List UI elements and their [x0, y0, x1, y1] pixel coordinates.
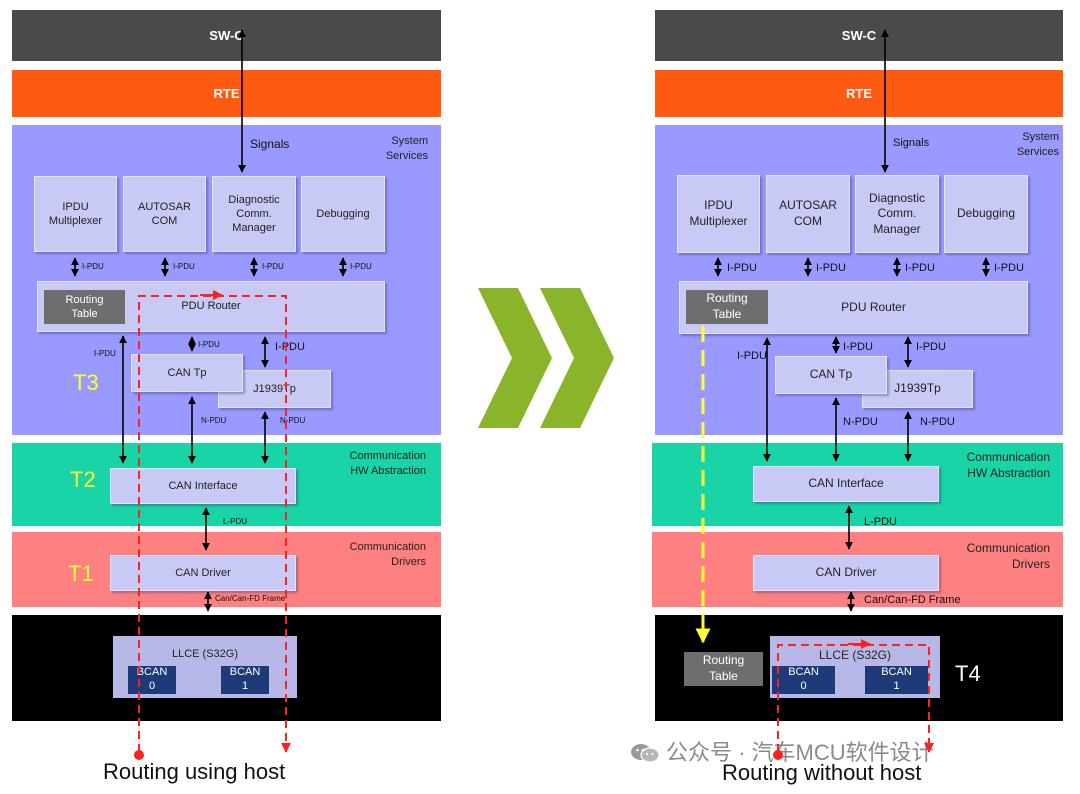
rte-layer: RTE [655, 70, 1063, 117]
watermark-text: 公众号 · 汽车MCU软件设计 [666, 740, 934, 765]
frame-label: Can/Can-FD Frame [864, 594, 961, 606]
frame-label: Can/Can-FD Frame [215, 594, 286, 603]
rte-label: RTE [846, 86, 872, 101]
ipdu-label: I-PDU [198, 340, 220, 349]
can-interface-box: CAN Interface [753, 466, 939, 502]
ipdu-label: I-PDU [350, 262, 372, 271]
ipdu-label: I-PDU [737, 350, 767, 362]
ipdu-label: I-PDU [816, 262, 846, 274]
can-driver-box: CAN Driver [110, 555, 296, 591]
left-caption: Routing using host [103, 759, 286, 784]
can-tp-box: CAN Tp [775, 356, 887, 394]
swc-layer: SW-C [12, 10, 441, 61]
npdu-label: N-PDU [280, 416, 306, 425]
right-arrows [714, 29, 990, 612]
npdu-label: N-PDU [920, 416, 955, 428]
npdu-label: N-PDU [843, 416, 878, 428]
npdu-label: N-PDU [201, 416, 227, 425]
ipdu-label: I-PDU [94, 349, 116, 358]
swc-label: SW-C [841, 28, 877, 43]
ipdu-label: I-PDU [905, 262, 935, 274]
ipdu-label: I-PDU [275, 341, 305, 353]
ipdu-label: I-PDU [916, 341, 946, 353]
right-caption: Routing without host [722, 760, 922, 785]
rte-label: RTE [213, 86, 240, 101]
t3-label: T3 [73, 370, 99, 395]
ipdu-label: I-PDU [82, 262, 104, 271]
can-driver-box: CAN Driver [753, 555, 939, 591]
can-tp-box: CAN Tp [131, 354, 243, 392]
llce-label: LLCE (S32G) [171, 648, 239, 660]
left-arrows [71, 29, 347, 612]
signals-label: Signals [893, 137, 930, 149]
t2-label: T2 [70, 467, 96, 492]
t1-label: T1 [68, 561, 94, 586]
t4-label: T4 [955, 661, 981, 686]
debugging-box: Debugging [301, 176, 385, 252]
wechat-icon [630, 742, 660, 764]
rte-layer: RTE [12, 70, 441, 117]
lpdu-label: L-PDU [864, 516, 898, 528]
swc-layer: SW-C [655, 10, 1063, 61]
llce-label: LLCE (S32G) [818, 648, 892, 662]
debugging-box: Debugging [944, 175, 1028, 253]
lpdu-label: L-PDU [223, 517, 248, 526]
chevron-arrow-icon [478, 288, 614, 428]
right-routing-path [773, 639, 934, 760]
watermark: 公众号 · 汽车MCU软件设计 [630, 735, 934, 767]
can-interface-box: CAN Interface [110, 468, 296, 504]
ipdu-label: I-PDU [727, 262, 757, 274]
left-routing-path [134, 290, 291, 760]
ipdu-label: I-PDU [173, 262, 195, 271]
signals-label: Signals [250, 137, 290, 151]
ipdu-label: I-PDU [262, 262, 284, 271]
ipdu-label: I-PDU [994, 262, 1024, 274]
ipdu-label: I-PDU [843, 341, 873, 353]
swc-label: SW-C [209, 28, 244, 43]
